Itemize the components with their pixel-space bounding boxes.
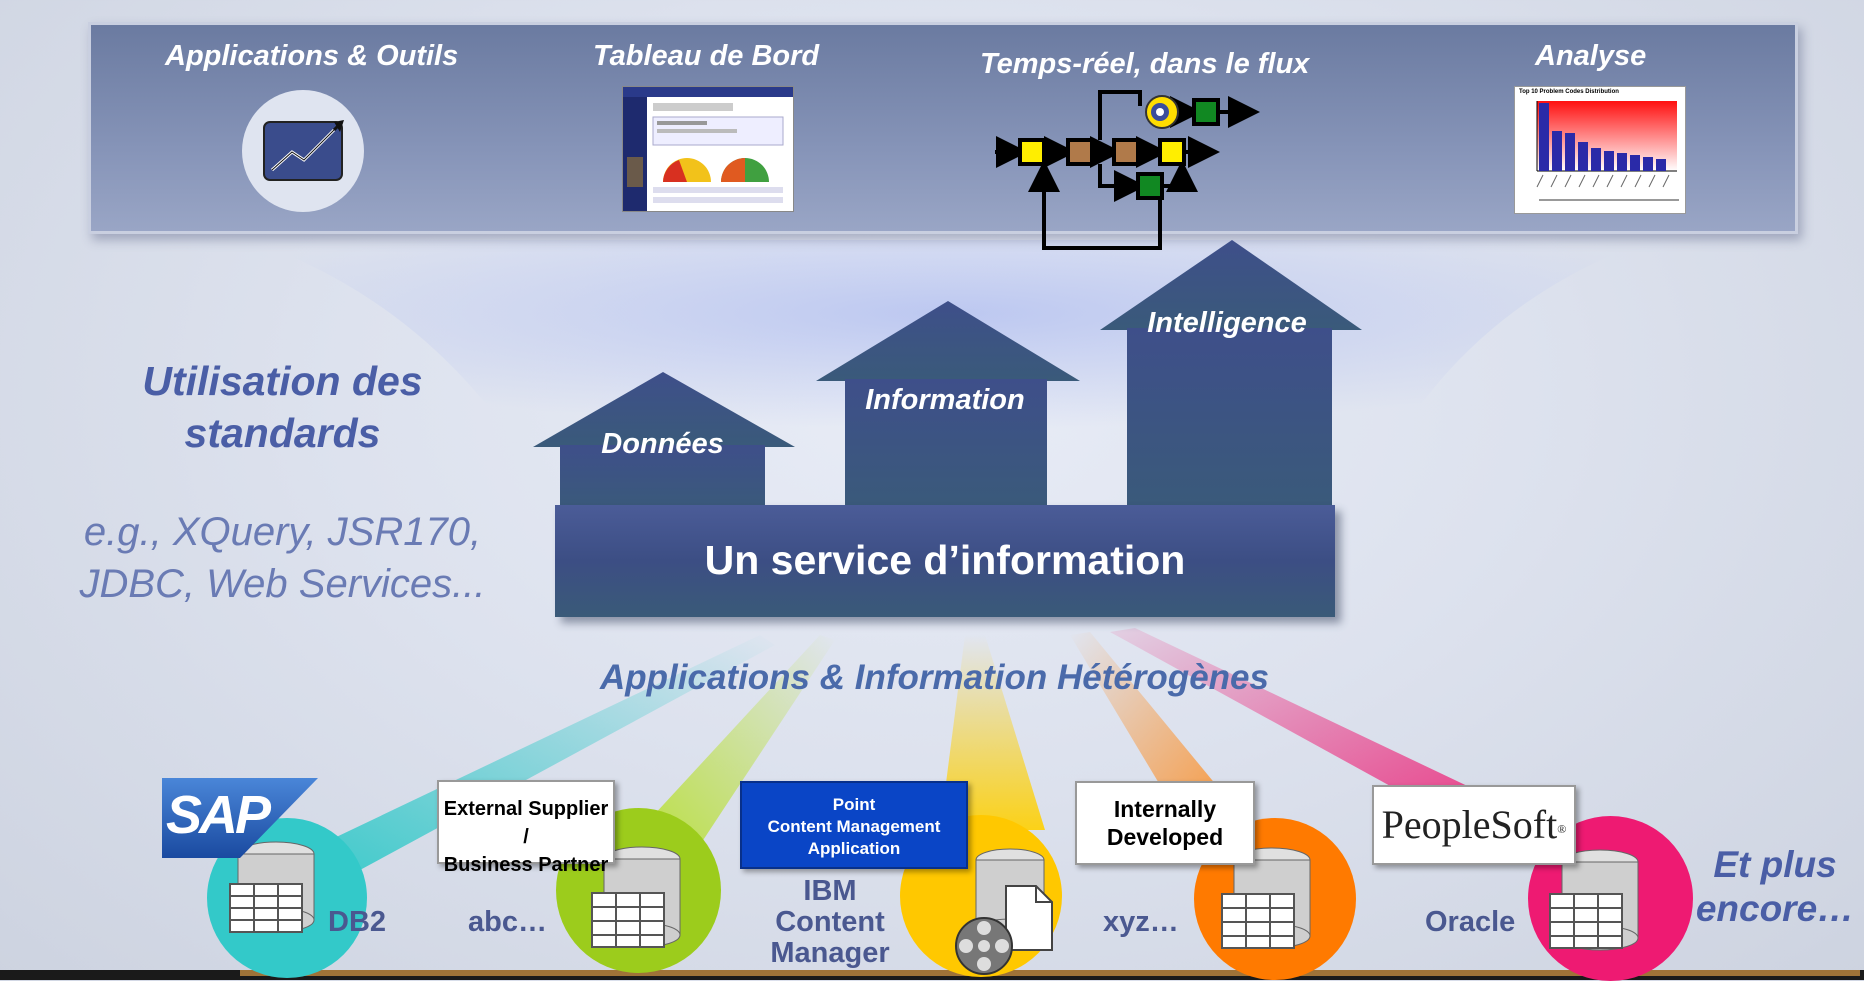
house-information-label: Information [865,384,1025,416]
db2-label: DB2 [328,906,387,938]
internally-developed-line2: Developed [1106,824,1224,850]
standards-examples-line2: JDBC, Web Services... [79,562,486,606]
xyz-label: xyz… [1103,906,1179,938]
sap-logo-text: SAP [166,785,271,845]
house-intelligence [1100,240,1362,510]
trend-chart-icon [263,120,344,181]
standards-examples: e.g., XQuery, JSR170, JDBC, Web Services… [50,506,515,610]
abc-label: abc… [468,906,547,938]
realtime-label: Temps-réel, dans le flux [980,48,1310,80]
internally-developed-line1: Internally [1113,796,1217,822]
and-more-line2: encore… [1695,888,1855,929]
analysis-chart-thumbnail: Top 10 Problem Codes Distribution [1514,86,1686,214]
database-icon-sap [229,841,315,933]
peoplesoft-logo-text: PeopleSoft [1381,802,1558,847]
content-media-icon [955,848,1053,975]
dashboard-label: Tableau de Bord [593,40,820,72]
ibm-line2: Content [775,906,885,938]
internally-developed-box: Internally Developed [1075,781,1255,865]
and-more-line1: Et plus [1713,844,1837,885]
information-service-label: Un service d’information [704,537,1186,583]
house-information [816,301,1080,509]
point-content-line3: Application [807,839,901,858]
point-content-line1: Point [832,795,876,814]
peoplesoft-logo: PeopleSoft® [1372,785,1576,865]
registered-mark: ® [1557,821,1567,836]
dashboard-screenshot [622,86,794,212]
ibm-content-manager-label: IBM Content Manager [755,876,905,969]
house-intelligence-label: Intelligence [1147,307,1307,339]
point-content-box: Point Content Management Application [740,781,968,869]
house-data-label: Données [601,428,724,460]
database-icon-external [591,846,681,948]
analysis-chart-title: Top 10 Problem Codes Distribution [1519,89,1619,95]
analysis-label: Analyse [1535,40,1647,72]
heterogeneous-label: Applications & Information Hétérogènes [600,658,1269,697]
standards-title-line2: standards [184,410,381,456]
and-more-label: Et plus encore… [1690,843,1860,931]
analysis-bars [1536,101,1679,201]
standards-title: Utilisation des standards [100,355,465,459]
external-supplier-box: External Supplier / Business Partner [437,780,615,876]
ibm-line3: Manager [770,937,890,969]
standards-examples-line1: e.g., XQuery, JSR170, [83,510,482,554]
standards-title-line1: Utilisation des [142,358,423,404]
external-supplier-line2: Business Partner [443,854,609,876]
ibm-line1: IBM [803,875,857,907]
apps-tools-icon-bg [242,90,364,212]
realtime-flow-diagram [995,90,1260,250]
sap-logo: SAP [162,778,318,858]
oracle-label: Oracle [1425,906,1516,938]
apps-tools-label: Applications & Outils [165,40,459,72]
house-data [533,372,795,510]
database-icon-internal [1221,847,1311,949]
point-content-line2: Content Management [767,817,941,836]
external-supplier-line1: External Supplier / [443,798,609,848]
information-service-bar: Un service d’information [555,505,1335,617]
top-banner [88,22,1798,234]
